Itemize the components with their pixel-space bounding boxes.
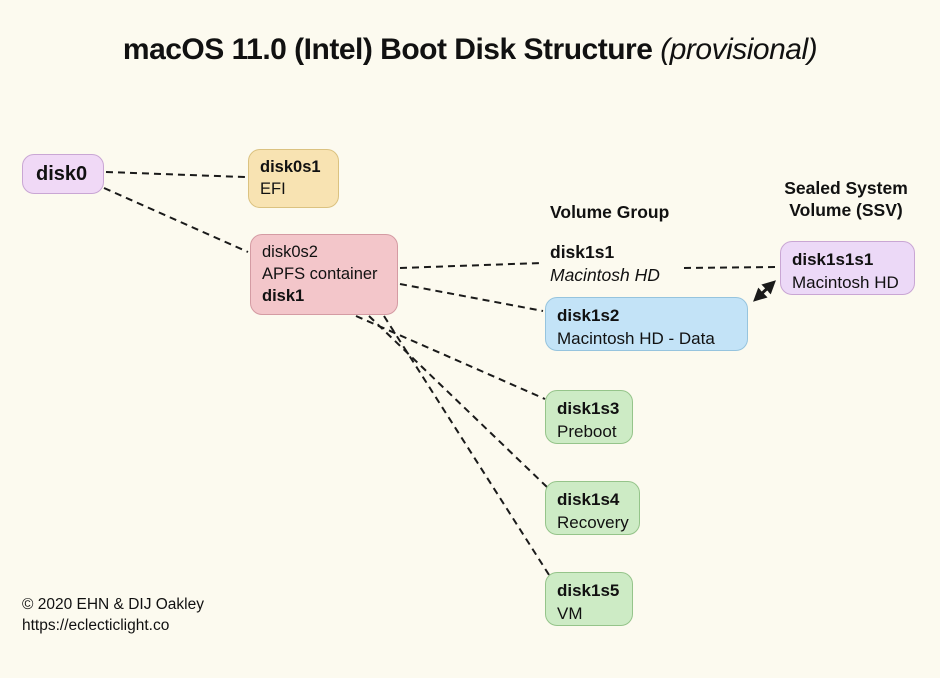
node-disk0s2-line2: APFS container (262, 265, 378, 283)
node-disk1s3-name: Preboot (557, 422, 617, 441)
node-disk0s1-name: EFI (260, 180, 286, 198)
page-title: macOS 11.0 (Intel) Boot Disk Structure (… (0, 33, 940, 67)
node-disk1s5-name: VM (557, 604, 583, 623)
volume-group-heading: Volume Group (550, 202, 670, 222)
node-disk1s5-id: disk1s5 (557, 581, 620, 600)
line-disk0s2-disk1s5 (383, 315, 552, 579)
line-disk1s1-disk1s1s1 (683, 266, 779, 269)
ssv-heading-line2: Volume (SSV) (789, 200, 903, 220)
page-title-main: macOS 11.0 (Intel) Boot Disk Structure (122, 33, 653, 66)
page-title-provisional: (provisional) (660, 33, 818, 66)
node-disk1s1s1-name: Macintosh HD (792, 273, 899, 292)
footer-credit: © 2020 EHN & DIJ Oakley https://eclectic… (22, 594, 204, 636)
node-disk1s4: disk1s4 Recovery (545, 481, 640, 535)
node-disk1s5: disk1s5 VM (545, 572, 633, 626)
label-disk1s1: disk1s1 Macintosh HD (550, 241, 660, 287)
node-disk0s2: disk0s2 APFS container disk1 (250, 234, 398, 315)
node-disk0s1-id: disk0s1 (260, 158, 321, 176)
node-disk1s2-id: disk1s2 (557, 306, 620, 325)
bidirectional-arrow-icon (753, 280, 776, 302)
node-disk1s4-id: disk1s4 (557, 490, 620, 509)
label-disk1s1-id: disk1s1 (550, 242, 615, 262)
line-disk0s2-disk1s4 (368, 315, 549, 489)
node-disk1s2-name: Macintosh HD - Data (557, 329, 715, 348)
line-disk0-disk0s1 (105, 171, 246, 178)
line-disk0s2-disk1s1 (399, 262, 542, 269)
node-disk0: disk0 (22, 154, 104, 194)
node-disk1s1s1: disk1s1s1 Macintosh HD (780, 241, 915, 295)
label-disk1s1-name: Macintosh HD (550, 265, 660, 285)
node-disk0s2-line1: disk0s2 (262, 243, 318, 261)
node-disk1s1s1-id: disk1s1s1 (792, 250, 874, 269)
node-disk0s1: disk0s1 EFI (248, 149, 339, 208)
ssv-heading-line1: Sealed System (784, 178, 908, 198)
line-disk0-disk0s2 (103, 187, 249, 253)
node-disk1s3-id: disk1s3 (557, 399, 620, 418)
node-disk1s4-name: Recovery (557, 513, 629, 532)
line-disk0s2-disk1s3 (355, 315, 546, 400)
footer-url: https://eclecticlight.co (22, 617, 170, 634)
node-disk1s2: disk1s2 Macintosh HD - Data (545, 297, 748, 351)
line-disk0s2-disk1s2 (399, 283, 544, 312)
ssv-heading: Sealed System Volume (SSV) (776, 177, 916, 221)
node-disk0s2-line3: disk1 (262, 287, 305, 305)
node-disk1s3: disk1s3 Preboot (545, 390, 633, 444)
footer-copyright: © 2020 EHN & DIJ Oakley (22, 596, 204, 613)
node-disk0-id: disk0 (36, 163, 88, 185)
